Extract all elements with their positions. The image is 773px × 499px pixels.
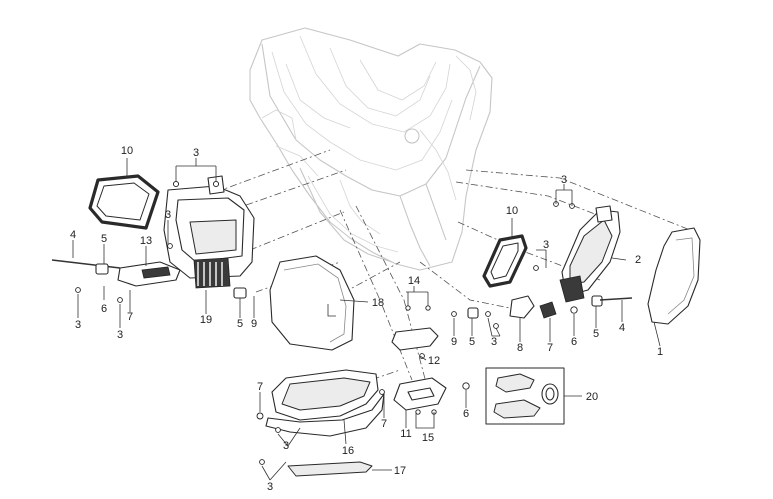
part-10-right-gasket <box>482 234 528 288</box>
callout-15: 15 <box>422 432 434 444</box>
callout-10-left: 10 <box>121 145 133 157</box>
callout-7-center: 7 <box>381 418 387 430</box>
callout-labels: 1 2 3 3 3 3 3 3 3 3 3 4 4 5 5 5 5 6 6 6 … <box>70 145 663 493</box>
callout-5-left: 5 <box>101 233 107 245</box>
callout-4-left: 4 <box>70 229 76 241</box>
callout-8: 8 <box>517 342 523 354</box>
callout-3-top-right: 3 <box>561 174 567 186</box>
callout-5-right: 5 <box>593 328 599 340</box>
callout-7-left: 7 <box>127 311 133 323</box>
part-4-left-rod <box>51 259 121 269</box>
leader-lines <box>72 158 661 481</box>
callout-11: 11 <box>400 428 411 440</box>
part-19-left-inner-frame <box>163 175 255 289</box>
callout-5-right-inner: 5 <box>469 336 475 348</box>
callout-3-bottom: 3 <box>267 481 273 493</box>
part-11-center-bracket <box>393 377 447 411</box>
part-18-left-side-cover <box>269 255 355 351</box>
callout-6-center: 6 <box>463 408 469 420</box>
part-13-hinge-bracket <box>117 261 181 287</box>
callout-3-left-frame: 3 <box>165 209 171 221</box>
callout-14: 14 <box>408 275 420 287</box>
callout-7-box: 7 <box>257 381 263 393</box>
callout-16: 16 <box>342 445 354 457</box>
part-20-detail-inset <box>485 367 565 425</box>
part-10-left-gasket <box>88 174 160 230</box>
part-16-lower-box <box>265 369 385 437</box>
part-5-left-spacer <box>95 263 247 299</box>
callout-17: 17 <box>394 465 406 477</box>
callout-3-left-hinge: 3 <box>117 329 123 341</box>
callout-6-right: 6 <box>571 336 577 348</box>
callout-3-top-left: 3 <box>193 147 199 159</box>
callout-3-right-frame: 3 <box>543 239 549 251</box>
part-17-trim-strip <box>287 461 373 477</box>
ghost-body-frame <box>249 27 493 271</box>
callout-9-right: 9 <box>451 336 457 348</box>
callout-13: 13 <box>140 235 152 247</box>
part-2-right-inner-frame <box>559 205 621 303</box>
callout-9-left: 9 <box>251 318 257 330</box>
callout-12: 12 <box>428 355 440 367</box>
callout-18: 18 <box>372 297 384 309</box>
callout-7-right: 7 <box>547 342 553 354</box>
callout-1: 1 <box>657 346 663 358</box>
part-14-support <box>391 327 439 351</box>
part-4-right-rod <box>599 297 633 301</box>
callout-3-box: 3 <box>283 440 289 452</box>
callout-5-left-spacer: 5 <box>237 318 243 330</box>
callout-3-right-low: 3 <box>491 336 497 348</box>
callout-4-right: 4 <box>619 322 625 334</box>
callout-20: 20 <box>586 391 598 403</box>
callout-19: 19 <box>200 314 212 326</box>
callout-10-right: 10 <box>506 205 518 217</box>
callout-2: 2 <box>635 254 641 266</box>
callout-3-left-low: 3 <box>75 319 81 331</box>
callout-6-left: 6 <box>101 303 107 315</box>
part-8-latch <box>509 295 557 319</box>
part-1-right-side-cover <box>647 227 701 325</box>
part-5-right-spacers <box>467 295 603 319</box>
